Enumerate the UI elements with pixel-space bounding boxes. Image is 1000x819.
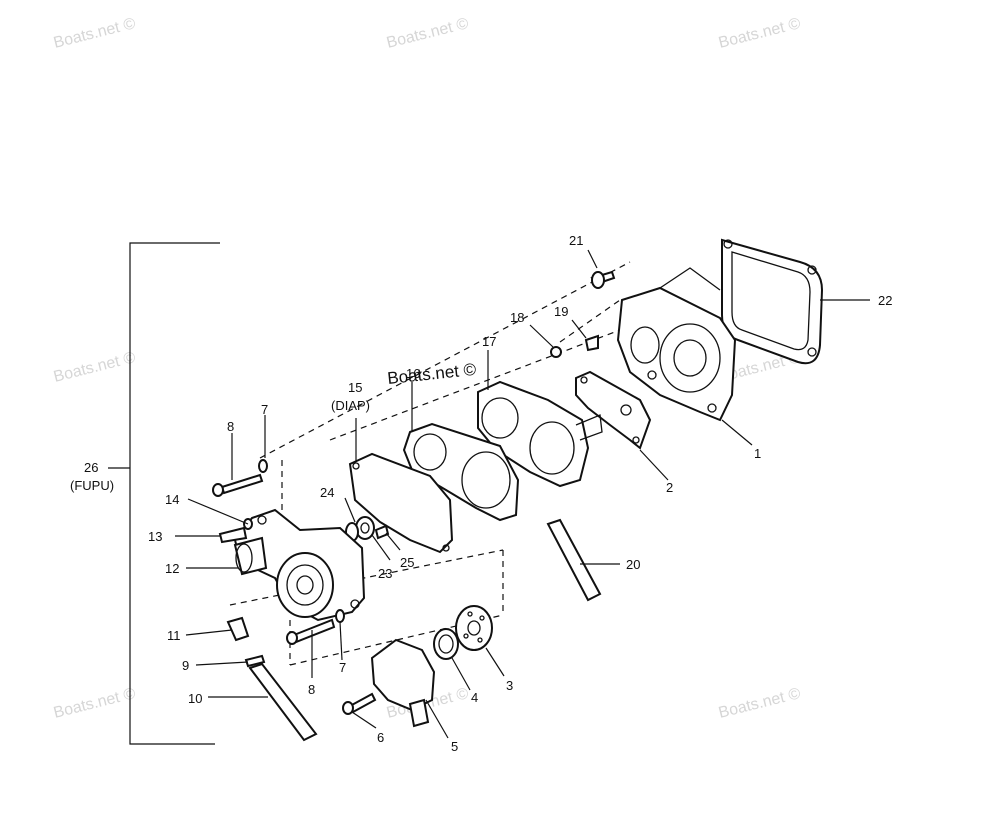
part-11-fitting[interactable] — [226, 616, 250, 642]
part-22-gasket[interactable] — [721, 238, 824, 365]
callout-4: 4 — [471, 690, 478, 705]
part-13-nipple[interactable] — [218, 526, 248, 544]
callout-21: 21 — [569, 233, 583, 248]
callout-19: 19 — [554, 304, 568, 319]
part-6-screw[interactable] — [342, 692, 377, 715]
part-25-retainer[interactable] — [374, 524, 390, 540]
callout-17: 17 — [482, 334, 496, 349]
callout-18: 18 — [510, 310, 524, 325]
callout-11: 11 — [167, 628, 181, 643]
callout-22: 22 — [878, 293, 892, 308]
callout-10: 10 — [188, 691, 202, 706]
callout-20: 20 — [626, 557, 640, 572]
part-9-clamp[interactable] — [244, 654, 266, 668]
callout-7-lower: 7 — [339, 660, 346, 675]
callout-23: 23 — [378, 566, 392, 581]
watermark: Boats.net © — [717, 15, 803, 52]
part-4-o-ring[interactable] — [433, 628, 459, 660]
part-8-screw-upper[interactable] — [212, 473, 264, 497]
callout-5: 5 — [451, 739, 458, 754]
callout-15-note: (DIAP) — [331, 398, 370, 413]
callout-6: 6 — [377, 730, 384, 745]
part-3-disc[interactable] — [455, 605, 493, 651]
part-2-plate[interactable] — [575, 370, 652, 450]
leader-lines — [175, 249, 870, 739]
part-5-filter-cap[interactable] — [370, 638, 436, 728]
watermark: Boats.net © — [717, 685, 803, 722]
part-19-check-valve[interactable] — [584, 334, 599, 352]
callout-13: 13 — [148, 529, 162, 544]
callout-12: 12 — [165, 561, 179, 576]
callout-3: 3 — [506, 678, 513, 693]
part-8-screw-lower[interactable] — [286, 618, 336, 645]
callout-16: 16 — [406, 366, 420, 381]
watermark: Boats.net © — [52, 349, 138, 386]
callout-8-lower: 8 — [308, 682, 315, 697]
assembly-bracket — [108, 242, 220, 745]
watermark: Boats.net © — [385, 15, 471, 52]
part-18-nut[interactable] — [550, 346, 562, 358]
callout-9: 9 — [182, 658, 189, 673]
callout-24: 24 — [320, 485, 334, 500]
part-21-screw[interactable] — [590, 270, 616, 289]
callout-2: 2 — [666, 480, 673, 495]
part-10-hose[interactable] — [248, 662, 318, 742]
part-15-diaphragm[interactable] — [348, 452, 454, 554]
watermark: Boats.net © — [52, 15, 138, 52]
part-7-washer-upper[interactable] — [258, 459, 268, 473]
callouts: 1 2 3 4 5 6 7 7 8 8 9 10 11 12 13 14 15 … — [70, 233, 892, 754]
part-23-check-valve[interactable] — [355, 516, 375, 540]
callout-14: 14 — [165, 492, 179, 507]
part-20-hose[interactable] — [546, 518, 602, 602]
callout-1: 1 — [754, 446, 761, 461]
callout-7-upper: 7 — [261, 402, 268, 417]
watermark: Boats.net © — [52, 685, 138, 722]
callout-26: 26 — [84, 460, 98, 475]
part-1-pump-base[interactable] — [616, 267, 737, 422]
part-7-washer-lower[interactable] — [335, 609, 345, 623]
callout-15: 15 — [348, 380, 362, 395]
callout-26-note: (FUPU) — [70, 478, 114, 493]
callout-8-upper: 8 — [227, 419, 234, 434]
callout-25: 25 — [400, 555, 414, 570]
part-pump-cover[interactable] — [233, 508, 366, 622]
part-16-gasket[interactable] — [402, 422, 520, 522]
